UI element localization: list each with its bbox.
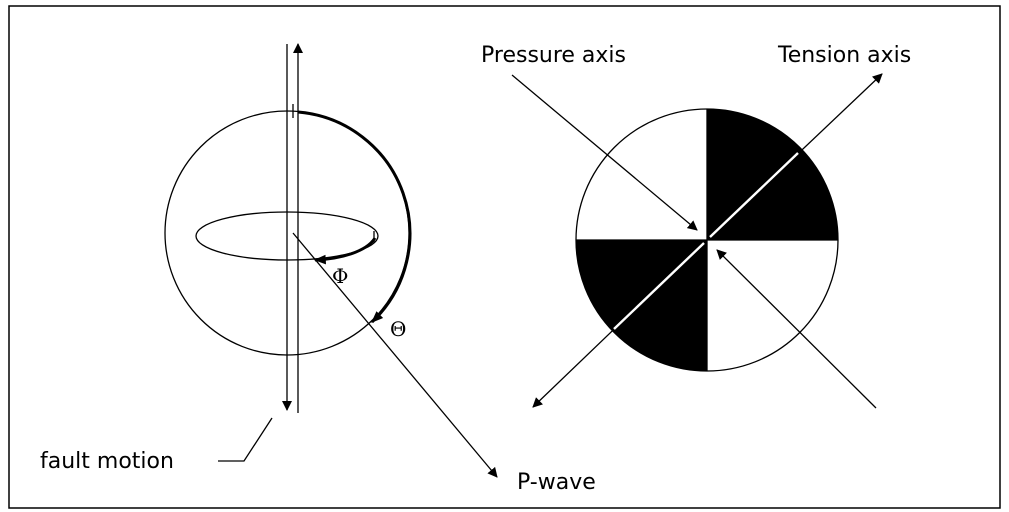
theta-angle-arc — [298, 112, 410, 322]
pressure-axis-arrow-lower — [717, 250, 876, 408]
theta-symbol: Θ — [390, 317, 406, 341]
pressure-axis-label: Pressure axis — [481, 43, 626, 68]
phi-symbol: Φ — [332, 264, 348, 288]
p-wave-label: P-wave — [517, 470, 596, 495]
beach-ball-panel: Pressure axis Tension axis — [481, 43, 911, 408]
fault-motion-label: fault motion — [40, 449, 174, 474]
phi-angle-arc — [315, 238, 375, 260]
fault-motion-leader — [218, 418, 272, 461]
figure-border — [9, 6, 1000, 508]
p-wave-ray-arrow — [293, 233, 497, 477]
fault-geometry-panel: Φ Θ fault motion P-wave — [40, 44, 596, 495]
pressure-axis-arrow-upper — [512, 75, 697, 230]
tension-axis-label: Tension axis — [777, 43, 911, 68]
